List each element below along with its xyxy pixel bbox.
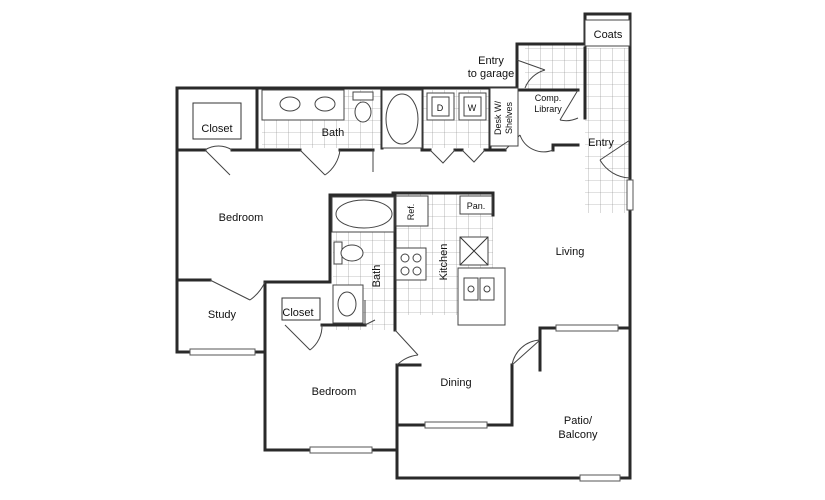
doors — [204, 59, 631, 366]
label-bedroom-bottom: Bedroom — [312, 386, 357, 398]
label-closet-top: Closet — [201, 123, 232, 135]
windows — [189, 179, 634, 482]
label-ref: Ref. — [406, 204, 416, 221]
label-entry-garage-1: Entry — [478, 55, 504, 67]
label-desk-1: Desk W/ — [493, 101, 503, 136]
label-comp-library-1: Comp. — [535, 93, 562, 103]
room-labels: Coats Entry to garage Closet Bath D W De… — [201, 29, 622, 441]
label-desk-2: Shelves — [504, 101, 514, 134]
label-entry-garage-2: to garage — [468, 68, 514, 80]
label-washer: W — [468, 103, 477, 113]
label-coats: Coats — [594, 29, 623, 41]
label-closet-mid: Closet — [282, 307, 313, 319]
label-patio-2: Balcony — [558, 429, 598, 441]
fixtures — [192, 19, 631, 326]
label-comp-library-2: Library — [534, 104, 562, 114]
label-kitchen: Kitchen — [438, 244, 450, 281]
label-study: Study — [208, 309, 237, 321]
label-dining: Dining — [440, 377, 471, 389]
label-living: Living — [556, 246, 585, 258]
label-bath-mid: Bath — [371, 265, 383, 288]
label-bath-top: Bath — [322, 127, 345, 139]
label-pantry: Pan. — [467, 201, 486, 211]
label-patio-1: Patio/ — [564, 415, 593, 427]
label-dryer: D — [437, 103, 444, 113]
label-bedroom-left: Bedroom — [219, 212, 264, 224]
label-entry: Entry — [588, 137, 614, 149]
